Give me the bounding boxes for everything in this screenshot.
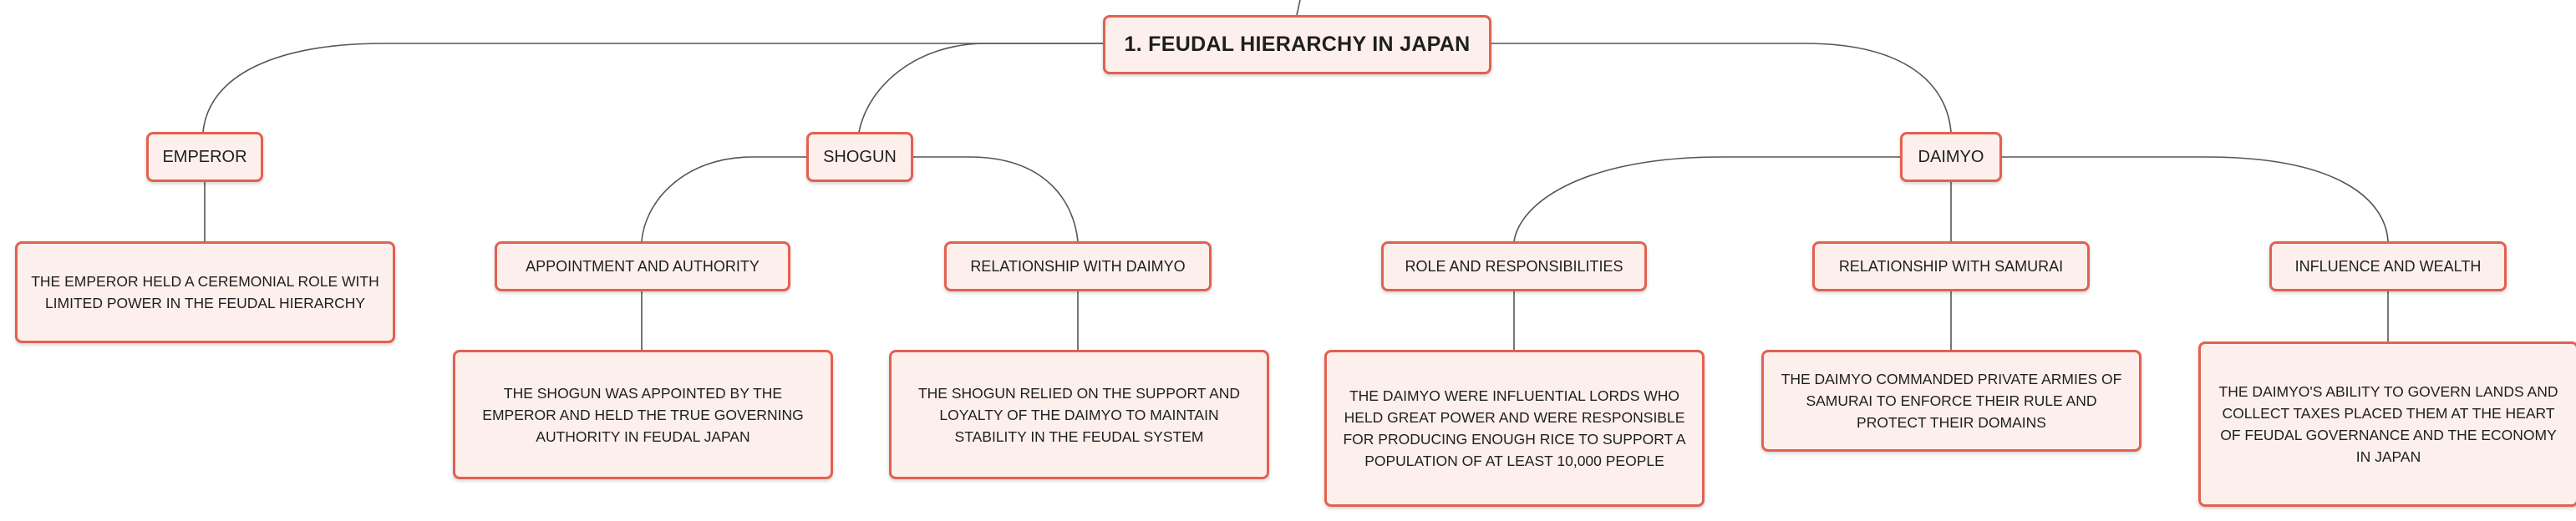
note-relationship-with-samurai[interactable]: THE DAIMYO COMMANDED PRIVATE ARMIES OF S… xyxy=(1761,350,2142,452)
subtopic-relationship-daimyo-label: RELATIONSHIP WITH DAIMYO xyxy=(970,257,1186,275)
subtopic-influence-label: INFLUENCE AND WEALTH xyxy=(2294,257,2482,275)
root-topic[interactable]: 1. FEUDAL HIERARCHY IN JAPAN xyxy=(1103,15,1491,74)
topic-daimyo-label: DAIMYO xyxy=(1918,147,1984,166)
connector-daimyo-influence xyxy=(2002,156,2389,242)
note-relationship-with-daimyo[interactable]: THE SHOGUN RELIED ON THE SUPPORT AND LOY… xyxy=(889,350,1269,479)
connector-shogun-relationship xyxy=(913,156,1079,242)
subtopic-role-label: ROLE AND RESPONSIBILITIES xyxy=(1405,257,1623,275)
subtopic-samurai-label: RELATIONSHIP WITH SAMURAI xyxy=(1838,257,2064,275)
topic-shogun-label: SHOGUN xyxy=(823,147,897,166)
note-role-text: THE DAIMYO WERE INFLUENTIAL LORDS WHO HE… xyxy=(1343,387,1686,469)
note-appointment-and-authority[interactable]: THE SHOGUN WAS APPOINTED BY THE EMPEROR … xyxy=(453,350,833,479)
connector-shogun-appointment xyxy=(641,156,806,242)
topic-emperor[interactable]: EMPEROR xyxy=(146,132,263,182)
connector-daimyo-role xyxy=(1513,156,1900,242)
connector-root-parent xyxy=(1296,0,1301,16)
note-relationship-daimyo-text: THE SHOGUN RELIED ON THE SUPPORT AND LOY… xyxy=(917,384,1241,445)
note-emperor-text: THE EMPEROR HELD A CEREMONIAL ROLE WITH … xyxy=(31,273,379,311)
connector-root-shogun xyxy=(858,43,1103,133)
connector-root-emperor xyxy=(202,43,1103,133)
note-role-and-responsibilities[interactable]: THE DAIMYO WERE INFLUENTIAL LORDS WHO HE… xyxy=(1324,350,1705,507)
note-emperor[interactable]: THE EMPEROR HELD A CEREMONIAL ROLE WITH … xyxy=(15,241,395,343)
root-topic-label: 1. FEUDAL HIERARCHY IN JAPAN xyxy=(1124,33,1471,56)
note-influence-text: THE DAIMYO'S ABILITY TO GOVERN LANDS AND… xyxy=(2218,383,2558,465)
subtopic-appointment-and-authority[interactable]: APPOINTMENT AND AUTHORITY xyxy=(495,241,790,291)
note-samurai-text: THE DAIMYO COMMANDED PRIVATE ARMIES OF S… xyxy=(1781,371,2122,431)
subtopic-relationship-with-daimyo[interactable]: RELATIONSHIP WITH DAIMYO xyxy=(944,241,1212,291)
subtopic-influence-and-wealth[interactable]: INFLUENCE AND WEALTH xyxy=(2269,241,2507,291)
note-influence-and-wealth[interactable]: THE DAIMYO'S ABILITY TO GOVERN LANDS AND… xyxy=(2198,341,2576,507)
topic-shogun[interactable]: SHOGUN xyxy=(806,132,913,182)
note-appointment-text: THE SHOGUN WAS APPOINTED BY THE EMPEROR … xyxy=(482,384,804,445)
topic-daimyo[interactable]: DAIMYO xyxy=(1900,132,2002,182)
connector-root-daimyo xyxy=(1491,43,1952,133)
subtopic-appointment-label: APPOINTMENT AND AUTHORITY xyxy=(526,257,760,275)
topic-emperor-label: EMPEROR xyxy=(162,147,247,166)
subtopic-role-and-responsibilities[interactable]: ROLE AND RESPONSIBILITIES xyxy=(1381,241,1647,291)
subtopic-relationship-with-samurai[interactable]: RELATIONSHIP WITH SAMURAI xyxy=(1812,241,2090,291)
